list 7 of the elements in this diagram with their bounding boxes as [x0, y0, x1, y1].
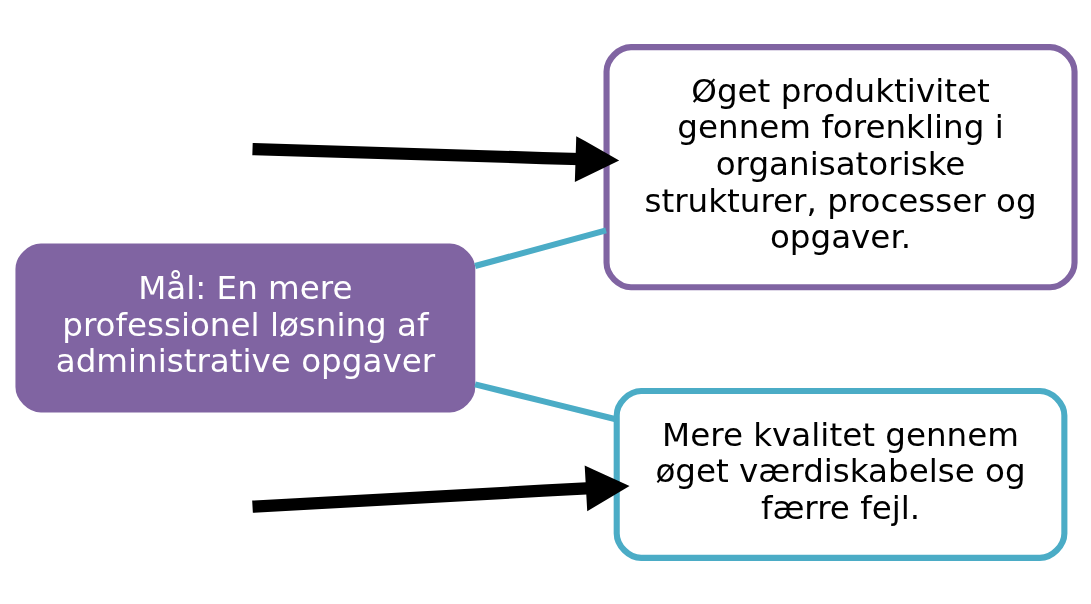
connector: [474, 380, 617, 422]
node-box: Mere kvalitet gennem øget værdiskabelse og færre fejl.: [613, 387, 1068, 561]
connector: [474, 226, 607, 269]
arrow: [252, 464, 630, 513]
node-box: Øget produktivitet gennem forenkling i organisatoriske strukturer, processer og opgaver.: [603, 43, 1078, 290]
arrow: [252, 135, 620, 182]
node-box: Mål: En mere professionel løsning af administrative opgaver: [15, 243, 476, 412]
